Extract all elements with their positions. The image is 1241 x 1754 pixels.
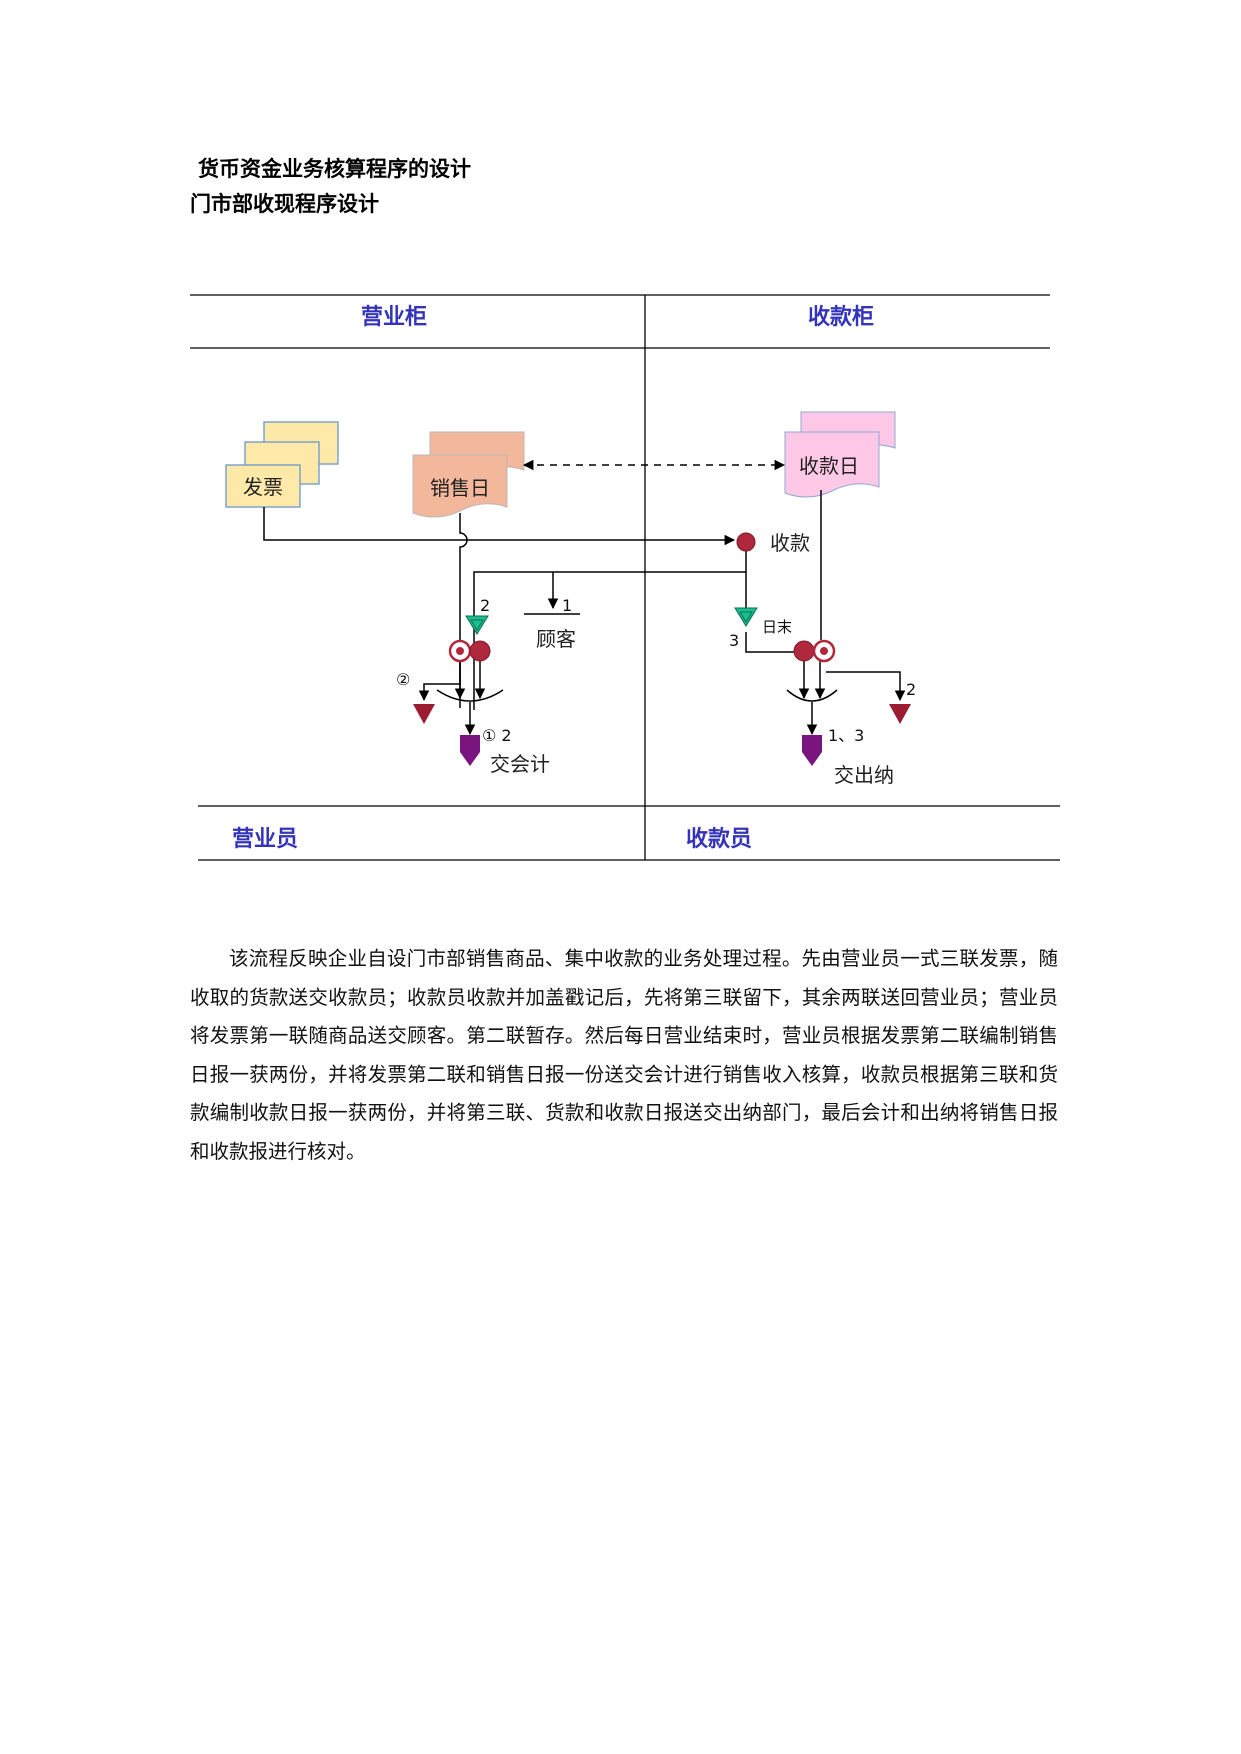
file-right: [889, 704, 911, 724]
copy-1-label: 1: [562, 596, 572, 615]
flow-connectors: [263, 490, 906, 736]
copy-3-label: 3: [729, 631, 739, 650]
aggregation-rings-left: [448, 639, 491, 663]
copy-2-right-label: 2: [906, 680, 916, 699]
customer-label: 顾客: [536, 627, 576, 651]
temp-file-left: [465, 615, 489, 635]
lane-footer-salesperson: 营业员: [232, 827, 298, 852]
sales-daily-report-document: [412, 431, 525, 518]
process-description: 该流程反映企业自设门市部销售商品、集中收款的业务处理过程。先由营业员一式三联发票…: [190, 947, 1058, 1163]
circled-2-label: ②: [396, 670, 410, 689]
collect-stamp-point: [736, 532, 756, 552]
circled-1-2-label: ① 2: [482, 726, 512, 745]
document-subtitle: 门市部收现程序设计: [190, 192, 379, 216]
file-left: [413, 704, 435, 724]
end-of-day-label: 日末: [762, 618, 792, 636]
invoice-label: 发票: [243, 475, 283, 499]
aggregation-rings-right: [793, 639, 836, 663]
sales-daily-label: 销售日: [430, 476, 490, 500]
flowchart: 营业柜 收款柜 营业员 收款员 发票 销售日 收款日: [190, 294, 1060, 861]
lane-frame: [190, 294, 1060, 861]
document-title: 货币资金业务核算程序的设计: [198, 157, 471, 181]
temp-file-right: [734, 607, 758, 627]
to-accounting-label: 交会计: [490, 752, 550, 776]
collect-label: 收款: [770, 531, 810, 555]
lane-header-cashier-counter: 收款柜: [808, 304, 874, 330]
to-cashier-label: 交出纳: [834, 763, 894, 787]
lane-header-sales-counter: 营业柜: [361, 304, 427, 330]
invoice-document-stack: [225, 421, 339, 508]
output-to-accounting: [460, 735, 480, 766]
copy-2-label: 2: [480, 596, 490, 615]
copies-1-3-label: 1、3: [828, 726, 864, 745]
receipt-daily-label: 收款日: [799, 454, 859, 478]
lane-footer-cashier: 收款员: [686, 826, 752, 852]
output-to-cashier: [802, 735, 822, 766]
receipt-daily-report-document: [784, 411, 896, 498]
